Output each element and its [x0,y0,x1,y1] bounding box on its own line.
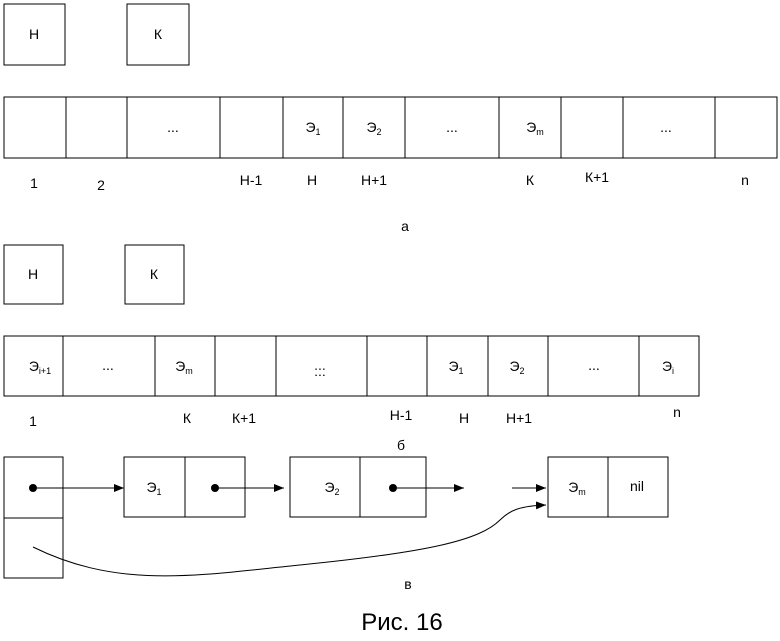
cell-label: ... [588,357,600,373]
array-cell [3,335,64,397]
index-label: К [183,410,192,426]
array-cell [487,335,549,397]
array-cell [219,96,284,159]
index-label: n [741,172,749,188]
index-label: К [526,172,535,188]
node-nil-cell [607,456,669,518]
array-cell [560,96,624,159]
array-cell [62,335,156,397]
cell-label: Э2 [509,358,524,376]
nil-label: nil [630,478,644,494]
cell-label: Эi+1 [29,358,51,376]
index-label: 1 [29,413,37,429]
index-label: 2 [97,177,105,193]
array-cell [498,96,562,159]
cell-label: Э1 [305,119,320,137]
list-node-1: Э1 [123,456,246,518]
diagram-b-label: б [397,437,405,453]
cell-label: Эi [662,358,674,376]
cell-label: ... [446,119,458,135]
tail-pointer-cell [3,517,64,579]
array-cell [366,335,428,397]
array-cell [404,96,500,159]
node-data-cell [547,456,609,518]
index-label: К+1 [232,410,256,426]
node-label: Э2 [324,479,339,497]
pointer-h-box [3,3,66,66]
cell-label: Эm [526,119,544,137]
cell-label: ... [167,119,179,135]
indices-b: 1 К К+1 Н-1 Н Н+1 n [29,404,681,429]
array-b: Эi+1 ... Эm ::: Э1 Э2 ... Эi [3,335,700,397]
node-data-cell [289,456,361,518]
array-cell [65,96,128,159]
tail-pointer-curve [32,501,547,577]
indices-a: 1 2 Н-1 Н Н+1 К К+1 n [30,169,749,193]
index-label: К+1 [585,169,609,185]
index-label: Н+1 [361,172,387,188]
cell-label: Э2 [366,119,381,137]
pointer-h-box [3,244,64,305]
diagram-a: Н К ... Э1 Э2 ... Эm ... 1 2 Н-1 Н [3,3,778,234]
array-cell [714,96,778,159]
index-label: Н-1 [390,407,413,423]
cell-label: ... [660,119,672,135]
cell-label: ... [102,357,114,373]
array-cell [426,335,489,397]
node-data-cell [123,456,186,518]
cell-label: Э1 [448,358,463,376]
index-label: Н [459,410,469,426]
cell-label: Эm [175,358,193,376]
diagram-v: Э1 Э2 Эm nil в [3,456,669,592]
pointer-k-box [124,244,185,305]
array-cell [126,96,221,159]
index-label: n [673,404,681,420]
array-cell [214,335,277,397]
array-cell [342,96,406,159]
index-label: Н [307,172,317,188]
diagram-b: Н К Эi+1 ... Эm ::: Э1 Э2 ... Эi 1 К [3,244,700,453]
node-label: Э1 [146,479,161,497]
array-cell [154,335,216,397]
array-a: ... Э1 Э2 ... Эm ... [3,96,778,159]
pointer-k-label: К [154,26,163,42]
list-node-last: Эm nil [547,456,669,518]
diagram-a-label: а [401,218,409,234]
pointer-k-box [126,3,190,66]
index-label: Н+1 [506,410,532,426]
index-label: 1 [30,175,38,191]
figure-caption: Рис. 16 [361,609,442,636]
pointer-h-label: Н [28,266,38,282]
list-node-2: Э2 [289,456,427,518]
array-cell [638,335,700,397]
node-label: Эm [568,479,586,497]
diagram-v-label: в [404,576,411,592]
pointer-k-label: К [150,266,159,282]
pointer-h-label: Н [29,26,39,42]
index-label: Н-1 [240,172,263,188]
array-cell [547,335,640,397]
array-cell [3,96,67,159]
array-cell [275,335,368,397]
cell-label: ::: [314,363,326,379]
array-cell [622,96,716,159]
